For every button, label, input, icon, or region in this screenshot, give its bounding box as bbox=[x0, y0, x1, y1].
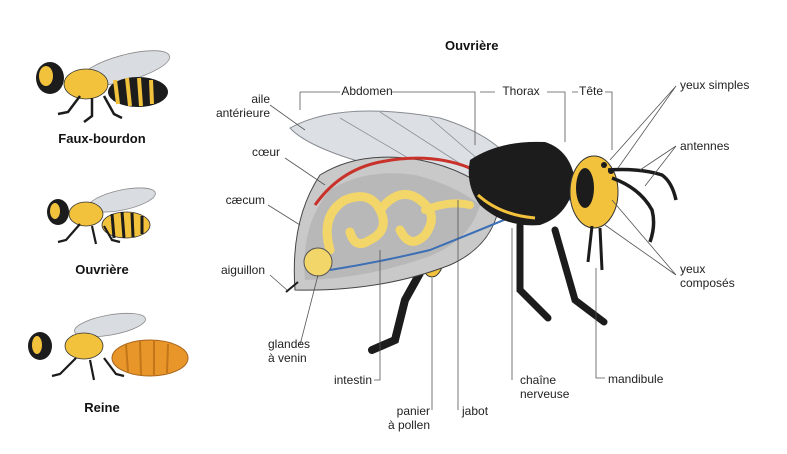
label-tete: Tête bbox=[576, 84, 606, 98]
label-yeux-simples: yeux simples bbox=[680, 78, 780, 92]
caste-label-queen: Reine bbox=[32, 400, 172, 415]
label-coeur: cœur bbox=[220, 145, 280, 159]
label-chaine-nerveuse: chaîne nerveuse bbox=[520, 373, 590, 401]
label-intestin: intestin bbox=[320, 373, 372, 387]
label-antennes: antennes bbox=[680, 139, 770, 153]
label-jabot: jabot bbox=[462, 404, 512, 418]
label-aile-anterieure: aile antérieure bbox=[190, 92, 270, 120]
label-abdomen: Abdomen bbox=[340, 84, 394, 98]
queen-illustration bbox=[28, 309, 188, 380]
label-glandes-venin: glandes à venin bbox=[268, 337, 328, 365]
label-aiguillon: aiguillon bbox=[190, 263, 265, 277]
label-yeux-composes: yeux composés bbox=[680, 262, 770, 290]
worker-anatomy bbox=[286, 111, 676, 350]
label-thorax: Thorax bbox=[494, 84, 548, 98]
caste-label-worker: Ouvrière bbox=[32, 262, 172, 277]
diagram-title: Ouvrière bbox=[445, 38, 498, 53]
worker-illustration bbox=[47, 183, 157, 244]
label-caecum: cæcum bbox=[200, 193, 265, 207]
caste-label-drone: Faux-bourdon bbox=[32, 131, 172, 146]
label-panier-pollen: panier à pollen bbox=[368, 404, 430, 432]
drone-illustration bbox=[36, 44, 173, 122]
label-mandibule: mandibule bbox=[608, 372, 688, 386]
